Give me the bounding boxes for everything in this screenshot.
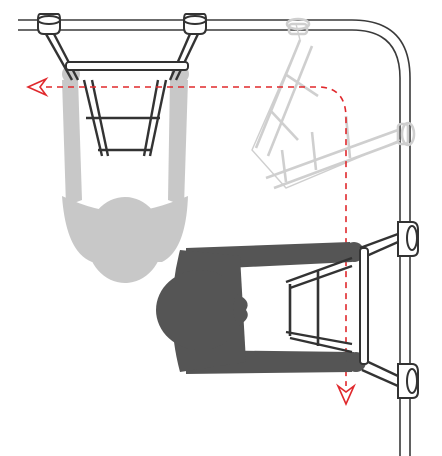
ghost-bracket-right <box>400 121 416 147</box>
rail-track <box>18 19 411 456</box>
rail-outer-line <box>18 19 411 456</box>
ghost-right-arm <box>168 78 188 206</box>
ghost-rung <box>284 72 319 98</box>
ghost-head <box>87 197 163 283</box>
active-face <box>233 294 248 326</box>
ghost-bracket-top <box>285 17 311 31</box>
active-figure <box>156 242 366 374</box>
active-head <box>156 270 244 350</box>
ghost-left-arm <box>62 78 82 206</box>
ghost-rung <box>280 149 288 183</box>
arrow-down-outline-icon <box>336 383 356 406</box>
rail-inner-line <box>18 29 401 456</box>
ghost-figure <box>62 65 189 283</box>
ghost-rung <box>310 131 318 171</box>
arrow-left-outline-icon <box>26 77 49 97</box>
ghost-ladder <box>251 17 416 190</box>
ghost-rung <box>269 109 299 141</box>
movement-path-line <box>46 86 347 386</box>
top-ladder <box>37 13 207 157</box>
movement-path <box>26 77 356 406</box>
side-ladder <box>285 221 419 399</box>
